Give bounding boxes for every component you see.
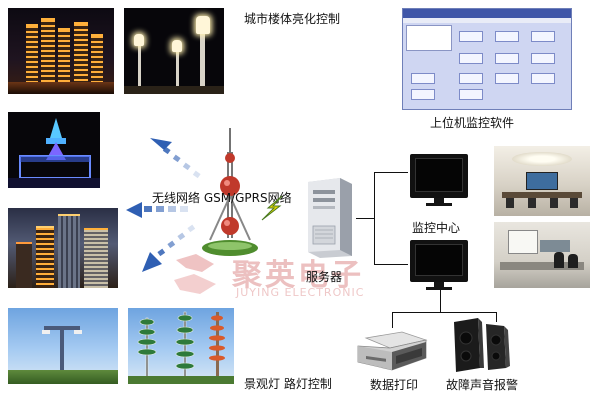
network-label: 无线网络 GSM/GPRS网络 — [152, 191, 292, 205]
connector-to-monitor-top — [374, 172, 408, 173]
connector-to-speaker — [496, 312, 497, 322]
connector-vertical — [374, 172, 375, 264]
server-label: 服务器 — [306, 270, 343, 284]
printer-icon — [357, 331, 428, 371]
city-lighting-label: 城市楼体亮化控制 — [244, 12, 341, 26]
monitor-top — [410, 154, 468, 198]
monitoring-software-screenshot — [402, 8, 572, 110]
connector-monitor-down — [440, 290, 441, 312]
tv-tower-icon — [202, 128, 258, 256]
photo-decorative-tree-lamps — [128, 308, 234, 384]
fault-alarm-label: 故障声音报警 — [446, 378, 519, 392]
photo-street-lamps-night — [124, 8, 224, 94]
connector-to-monitor-bottom — [374, 264, 408, 265]
speaker-icon — [454, 318, 510, 372]
photo-control-room-2 — [494, 222, 590, 288]
wireless-arrows-icon — [126, 138, 201, 272]
lightning-icon — [261, 195, 283, 221]
watermark-text-cn: 聚英电子 — [232, 258, 364, 293]
watermark-emblem-icon — [174, 254, 216, 294]
connector-peripherals-bus — [392, 312, 496, 313]
connector-server — [356, 218, 374, 219]
watermark-text-en: JUYING ELECTRONIC — [236, 286, 365, 299]
photo-tower-lighting — [8, 112, 100, 188]
photo-landscape-street-lamp — [8, 308, 118, 384]
monitor-bottom — [410, 240, 468, 282]
connector-to-printer — [392, 312, 393, 328]
photo-city-buildings-night — [8, 8, 114, 94]
landscape-street-label: 景观灯 路灯控制 — [244, 377, 332, 391]
upper-software-label: 上位机监控软件 — [430, 116, 515, 130]
data-print-label: 数据打印 — [370, 378, 419, 392]
server-icon — [308, 178, 352, 258]
photo-control-room-1 — [494, 146, 590, 216]
photo-skyscraper-dusk — [8, 208, 118, 288]
watermark-logo: 聚英电子 JUYING ELECTRONIC — [166, 248, 406, 308]
monitor-center-label: 监控中心 — [412, 221, 461, 235]
